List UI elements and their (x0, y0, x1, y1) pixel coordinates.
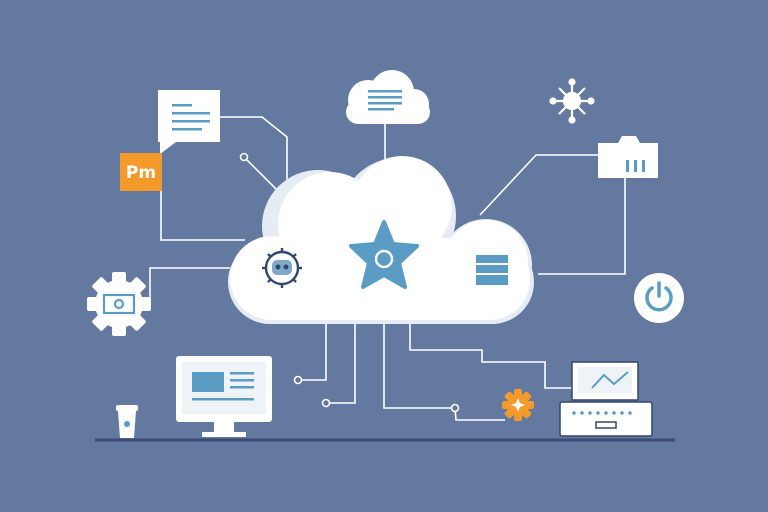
dot-left (239, 152, 249, 162)
connector-document (220, 116, 288, 190)
folder-icon (598, 136, 658, 178)
connector-power (538, 178, 626, 275)
connector-dots (239, 152, 460, 413)
dot-monitor-1 (293, 375, 303, 385)
list-icon (476, 255, 508, 285)
connector-router (409, 322, 572, 389)
monitor-icon (176, 356, 272, 437)
connector-monitor-1 (298, 322, 327, 381)
spark-icon (502, 389, 534, 421)
cloud-icon (346, 70, 430, 124)
network-icon (549, 78, 595, 124)
main-cloud (228, 156, 534, 324)
power-icon (634, 273, 684, 323)
dot-center (450, 403, 460, 413)
gear-icon (87, 272, 151, 336)
dot-monitor-2 (321, 398, 331, 408)
badge-text: Pm (126, 163, 156, 183)
robot-icon (262, 248, 302, 288)
orange-badge: Pm (120, 153, 162, 191)
router-icon (559, 361, 653, 437)
document-icon (158, 90, 220, 154)
cup-icon (116, 405, 138, 438)
connector-center (383, 322, 455, 409)
connector-folder (479, 154, 598, 216)
star-icon (349, 220, 419, 289)
connector-lines (149, 116, 626, 421)
connector-gear (149, 267, 230, 298)
connector-badge (160, 175, 245, 241)
connector-monitor-2 (326, 322, 356, 404)
